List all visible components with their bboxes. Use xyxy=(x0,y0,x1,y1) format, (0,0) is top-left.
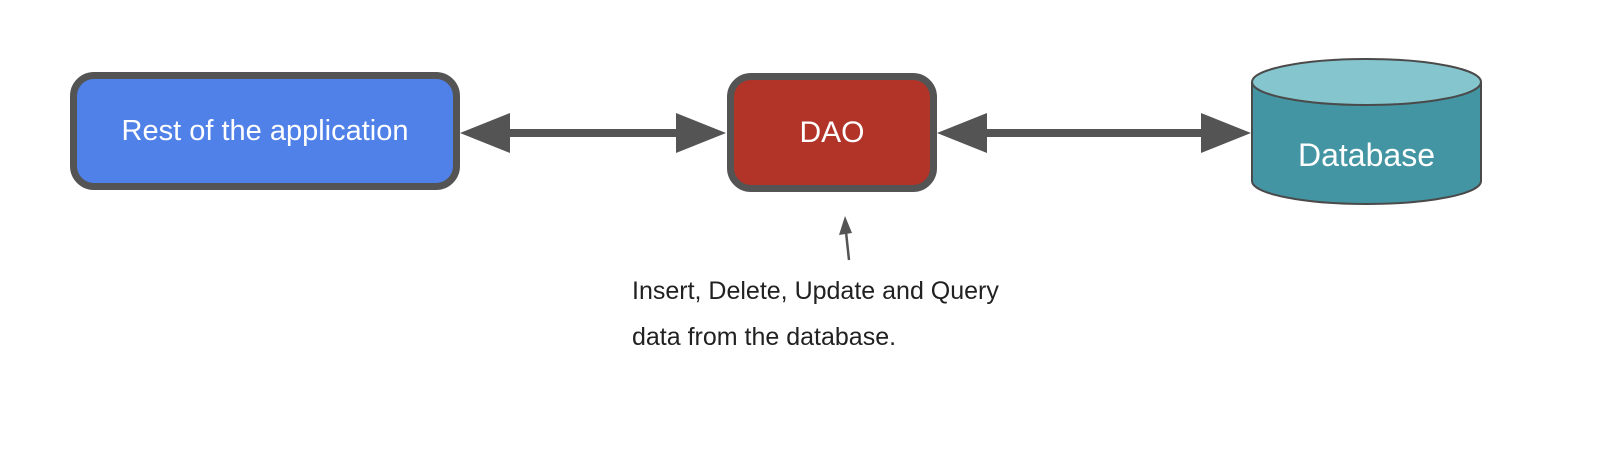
dao-annotation-line2: data from the database. xyxy=(632,323,897,351)
node-rest-of-application: Rest of the application xyxy=(70,72,460,190)
node-database-label: Database xyxy=(1298,137,1435,173)
bidirectional-arrow-dao-database-icon xyxy=(937,113,1251,153)
database-cylinder-icon xyxy=(1251,58,1482,205)
bidirectional-arrow-app-dao-icon xyxy=(460,113,726,153)
node-dao: DAO xyxy=(727,73,937,192)
annotation-up-arrow-icon xyxy=(839,216,852,261)
node-database: Database xyxy=(1250,57,1483,206)
node-rest-of-application-label: Rest of the application xyxy=(121,114,409,147)
dao-annotation: Insert, Delete, Update and Query data fr… xyxy=(632,268,999,360)
dao-annotation-line1: Insert, Delete, Update and Query xyxy=(632,277,999,305)
node-dao-label: DAO xyxy=(799,115,865,149)
